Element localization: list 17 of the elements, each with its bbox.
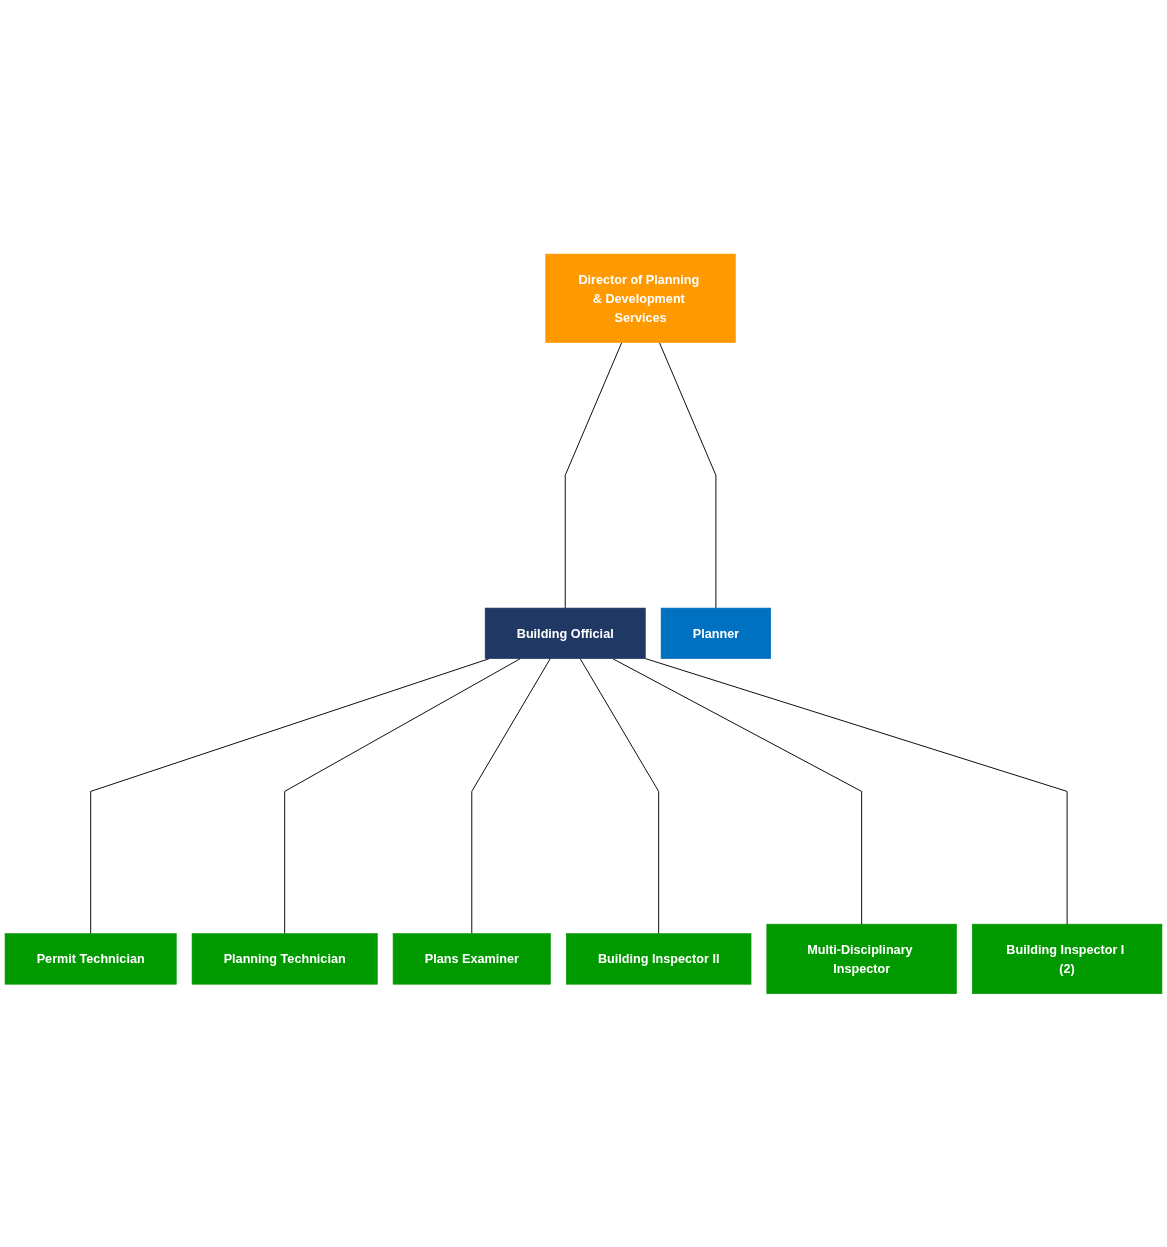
node-box: Director of Planning & Development Services [545,253,736,343]
node-box: Multi-Disciplinary Inspector [766,923,957,994]
node-box: Planning Technician [191,932,378,985]
node-box: Building Inspector II [565,932,752,985]
connector [658,341,717,609]
connector [579,657,660,934]
node-box: Building Inspector I (2) [971,923,1163,994]
connector [471,657,551,934]
connector [644,657,1068,925]
node-box: Building Official [484,607,646,659]
node-box: Plans Examiner [392,932,551,985]
node-box: Planner [660,607,771,659]
connector [284,657,521,934]
connector [612,657,863,925]
connector [90,657,490,934]
connector [564,341,623,609]
node-box: Permit Technician [4,932,177,985]
